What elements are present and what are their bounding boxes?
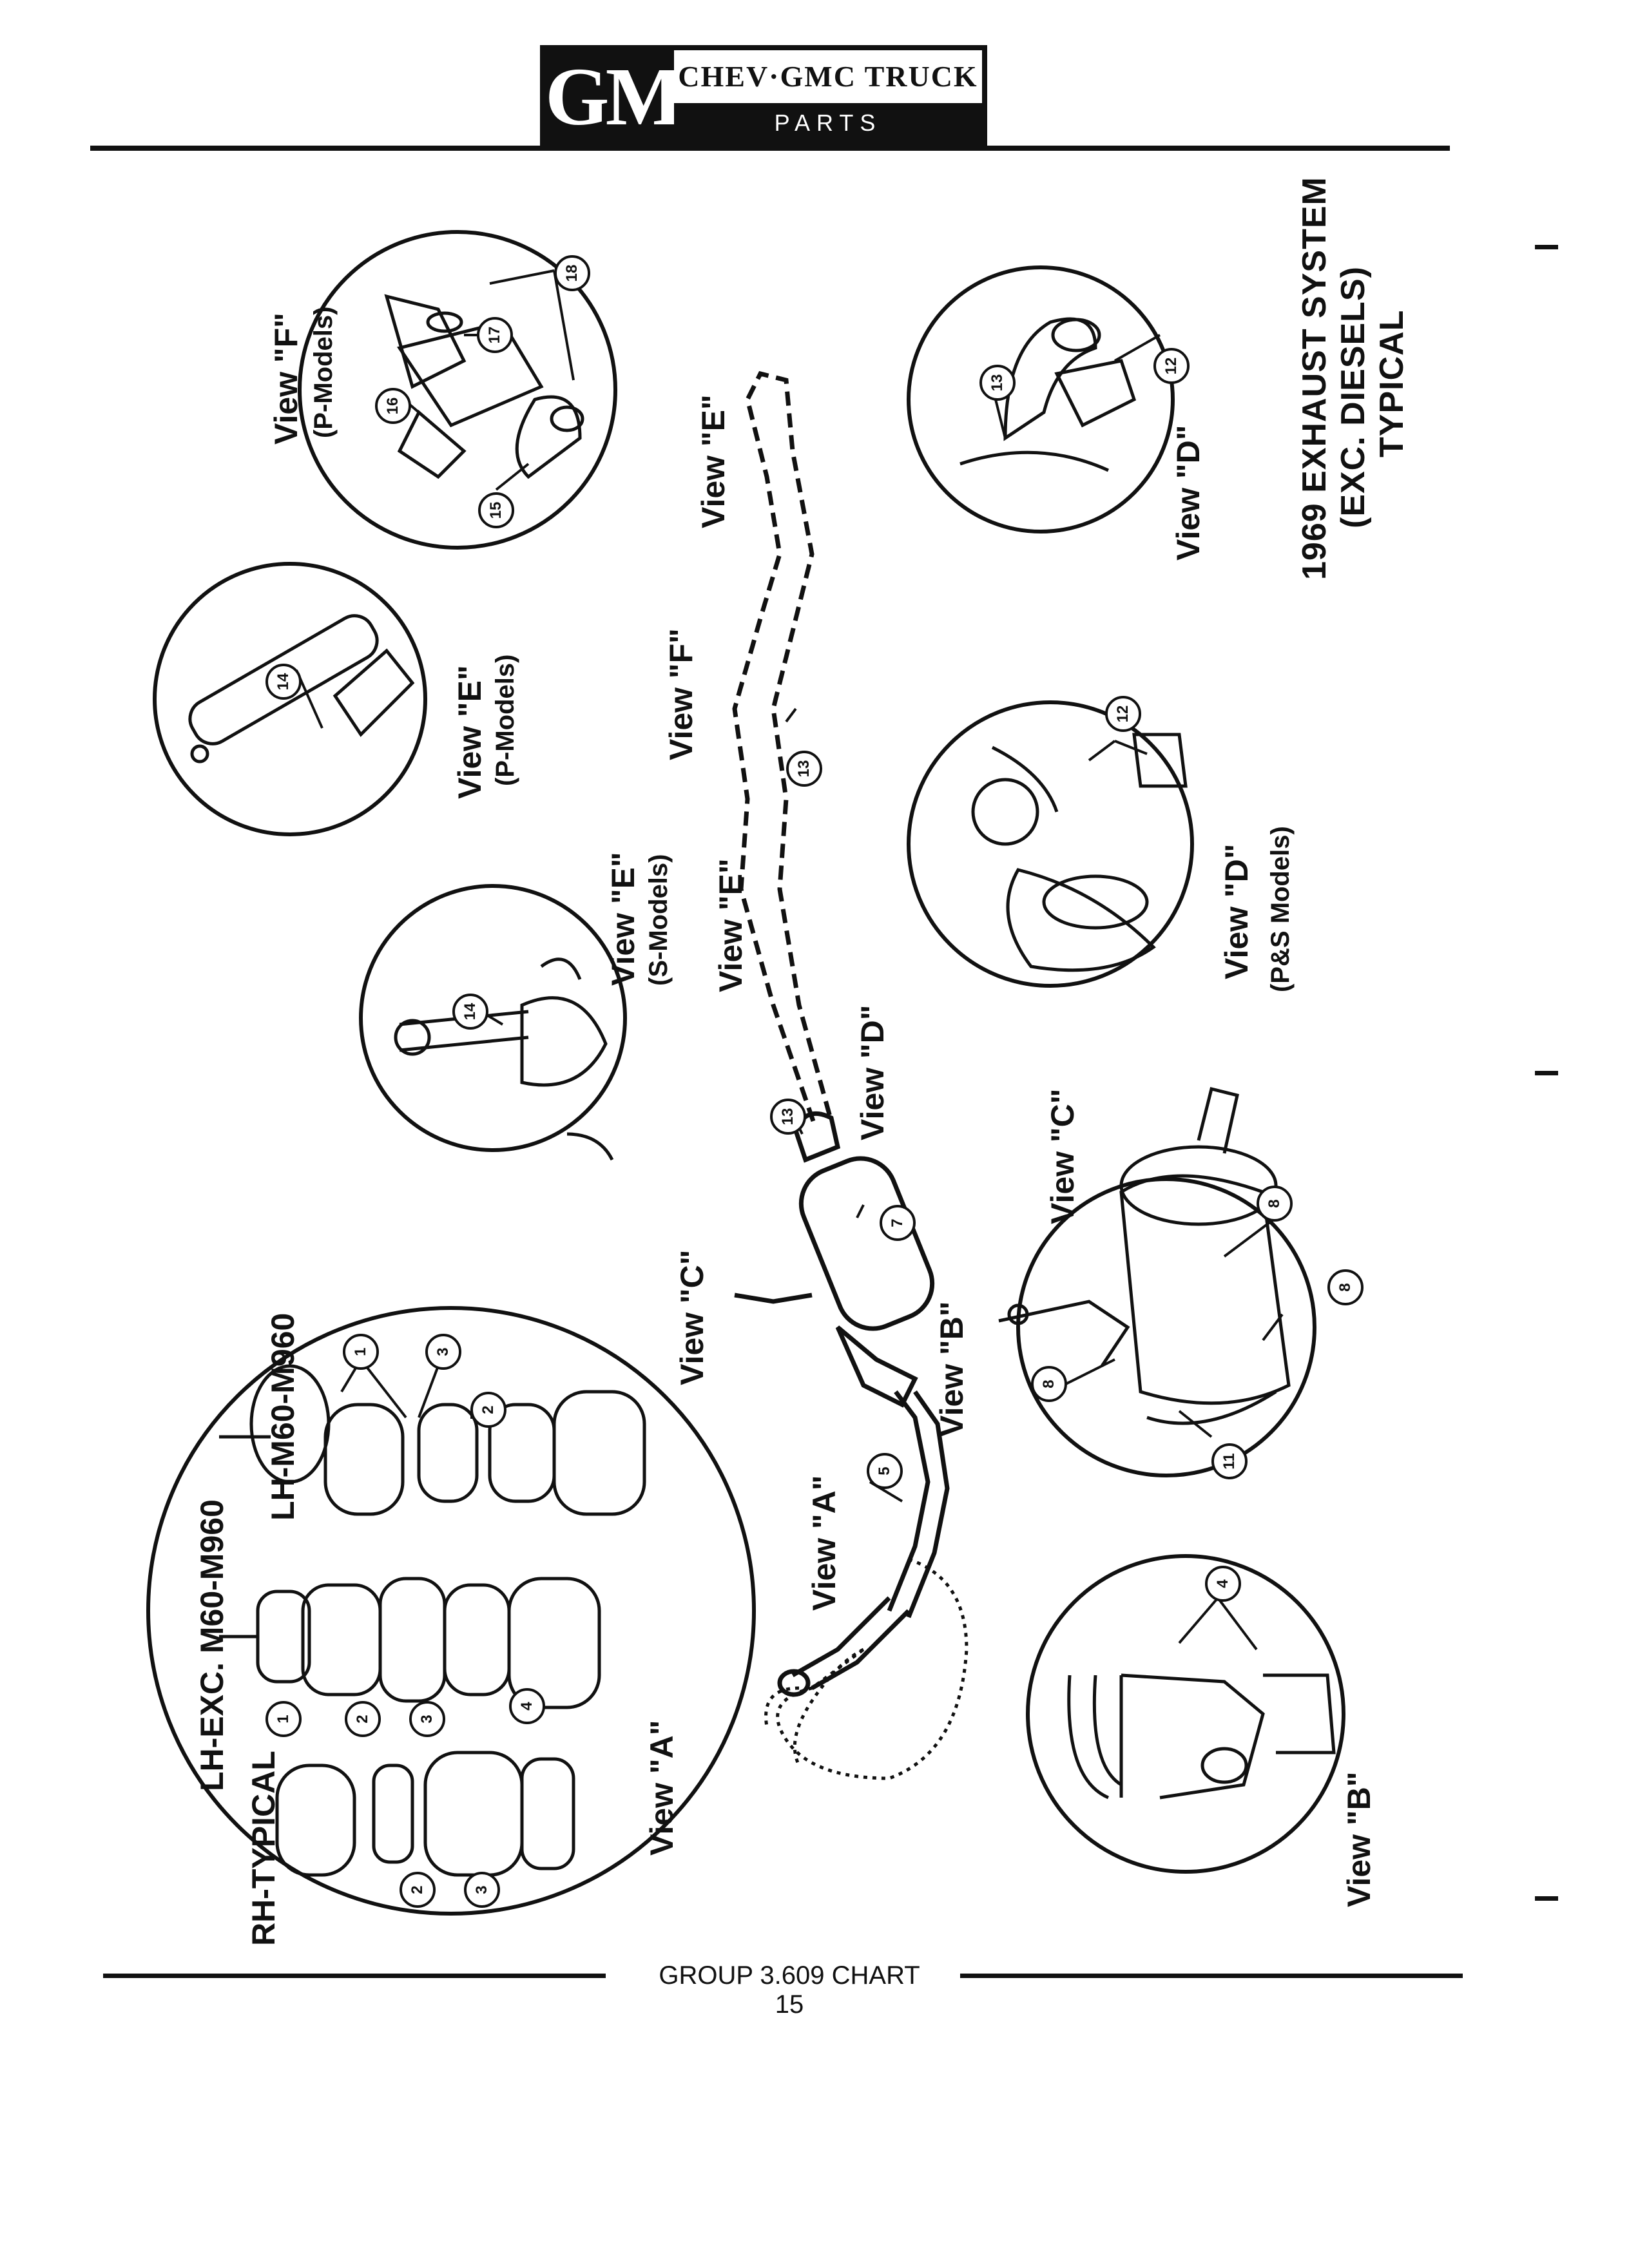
main-label-view-d: View "D" — [854, 1004, 891, 1140]
callout-2-top: 2 — [470, 1392, 506, 1428]
main-label-view-a: View "A" — [806, 1475, 842, 1611]
callout-12-ps: 12 — [1105, 696, 1141, 732]
label-view-f-sub: (P-Models) — [309, 306, 338, 438]
group-lh-m60: LH-M60-M960 — [265, 1312, 301, 1521]
group-rh-typical: RH-TYPICAL — [246, 1751, 282, 1946]
catalogue-line: PARTS CATALOGUE — [674, 103, 982, 176]
callout-18: 17 — [477, 317, 513, 353]
callout-17: 18 — [554, 255, 590, 291]
detail-circle-view-e-s — [359, 884, 627, 1152]
main-label-view-f: View "F" — [663, 628, 699, 760]
detail-circle-view-a — [146, 1306, 756, 1916]
detail-circle-view-d-top — [907, 265, 1175, 533]
callout-11: 11 — [1211, 1443, 1248, 1479]
label-view-e-p: View "E" — [452, 665, 488, 799]
view-f-detail-art — [384, 294, 584, 479]
view-b-detail-art — [1067, 1673, 1336, 1800]
callout-8-right: 8 — [1327, 1269, 1364, 1305]
leader-lines — [295, 269, 1284, 1651]
callout-3-top: 3 — [425, 1334, 461, 1370]
callout-15: 15 — [478, 492, 514, 528]
callout-13-d: 13 — [979, 365, 1016, 401]
chart-reference: GROUP 3.609 CHART 15 — [659, 1961, 920, 2019]
title-line-3: TYPICAL — [1373, 309, 1411, 457]
callout-1-top: 1 — [343, 1334, 379, 1370]
label-view-a-detail: View "A" — [644, 1720, 680, 1856]
view-d-top-detail-art — [959, 317, 1137, 472]
callout-14-p: 14 — [265, 664, 302, 700]
callout-7: 7 — [880, 1205, 916, 1241]
footer-rule-left — [103, 1974, 606, 1978]
detail-circle-view-b — [1026, 1554, 1345, 1874]
callout-3-bot: 3 — [464, 1872, 500, 1908]
view-a-detail-art — [219, 1364, 646, 1877]
gm-logo-mark: GM — [545, 50, 683, 143]
callout-1-mid: 1 — [265, 1701, 302, 1737]
footer-rule-right — [960, 1974, 1463, 1978]
label-view-c-detail: View "C" — [1045, 1088, 1081, 1224]
view-e-p-detail-art — [188, 614, 415, 764]
callout-8-left: 8 — [1031, 1366, 1067, 1402]
margin-mark-1 — [1535, 245, 1558, 249]
callout-12-d: 12 — [1153, 348, 1190, 384]
callout-2-bot: 2 — [400, 1872, 436, 1908]
label-view-f: View "F" — [268, 312, 304, 445]
callout-3-mid: 3 — [409, 1701, 445, 1737]
callout-10: 8 — [1257, 1186, 1293, 1222]
callout-13-lower: 13 — [770, 1099, 806, 1135]
margin-mark-3 — [1535, 1896, 1558, 1901]
callout-14-s: 14 — [452, 994, 488, 1030]
detail-circle-view-e-p — [153, 562, 427, 836]
label-view-d-ps-sub: (P&S Models) — [1266, 826, 1295, 992]
margin-mark-2 — [1535, 1071, 1558, 1075]
callout-4-mid: 4 — [509, 1688, 545, 1724]
tailpipe-dashed — [732, 370, 834, 1122]
view-d-ps-detail-art — [971, 733, 1188, 972]
label-view-d-top: View "D" — [1170, 425, 1206, 561]
engine-manifold-dotted — [764, 1557, 969, 1780]
view-e-s-detail-art — [394, 957, 614, 1161]
callout-4-b: 4 — [1205, 1566, 1241, 1602]
label-view-e-p-sub: (P-Models) — [491, 654, 519, 786]
callout-2-mid: 2 — [345, 1701, 381, 1737]
label-view-d-ps: View "D" — [1219, 843, 1255, 979]
callout-5: 5 — [867, 1453, 903, 1489]
title-line-1: 1969 EXHAUST SYSTEM — [1296, 177, 1333, 580]
header-rule — [90, 146, 1450, 151]
group-lh-exc: LH-EXC. M60-M960 — [194, 1499, 230, 1791]
main-label-view-e2: View "E" — [713, 858, 749, 992]
detail-circle-view-f — [298, 230, 617, 550]
main-label-view-e1: View "E" — [695, 394, 731, 528]
main-label-view-b: View "B" — [934, 1301, 970, 1437]
gm-logo: GM CHEV·GMC TRUCK PARTS CATALOGUE — [540, 45, 987, 176]
main-label-view-c: View "C" — [674, 1249, 710, 1385]
detail-circle-view-d-ps — [907, 700, 1194, 988]
label-view-b-detail: View "B" — [1341, 1771, 1377, 1907]
brand-line: CHEV·GMC TRUCK — [674, 50, 982, 103]
label-view-e-s: View "E" — [605, 852, 641, 986]
callout-16: 16 — [375, 388, 411, 424]
detail-circle-view-c — [1016, 1177, 1316, 1477]
title-line-2: (EXC. DIESELS) — [1335, 266, 1372, 528]
label-view-e-s-sub: (S-Models) — [644, 854, 673, 986]
callout-13-main: 13 — [786, 751, 822, 787]
